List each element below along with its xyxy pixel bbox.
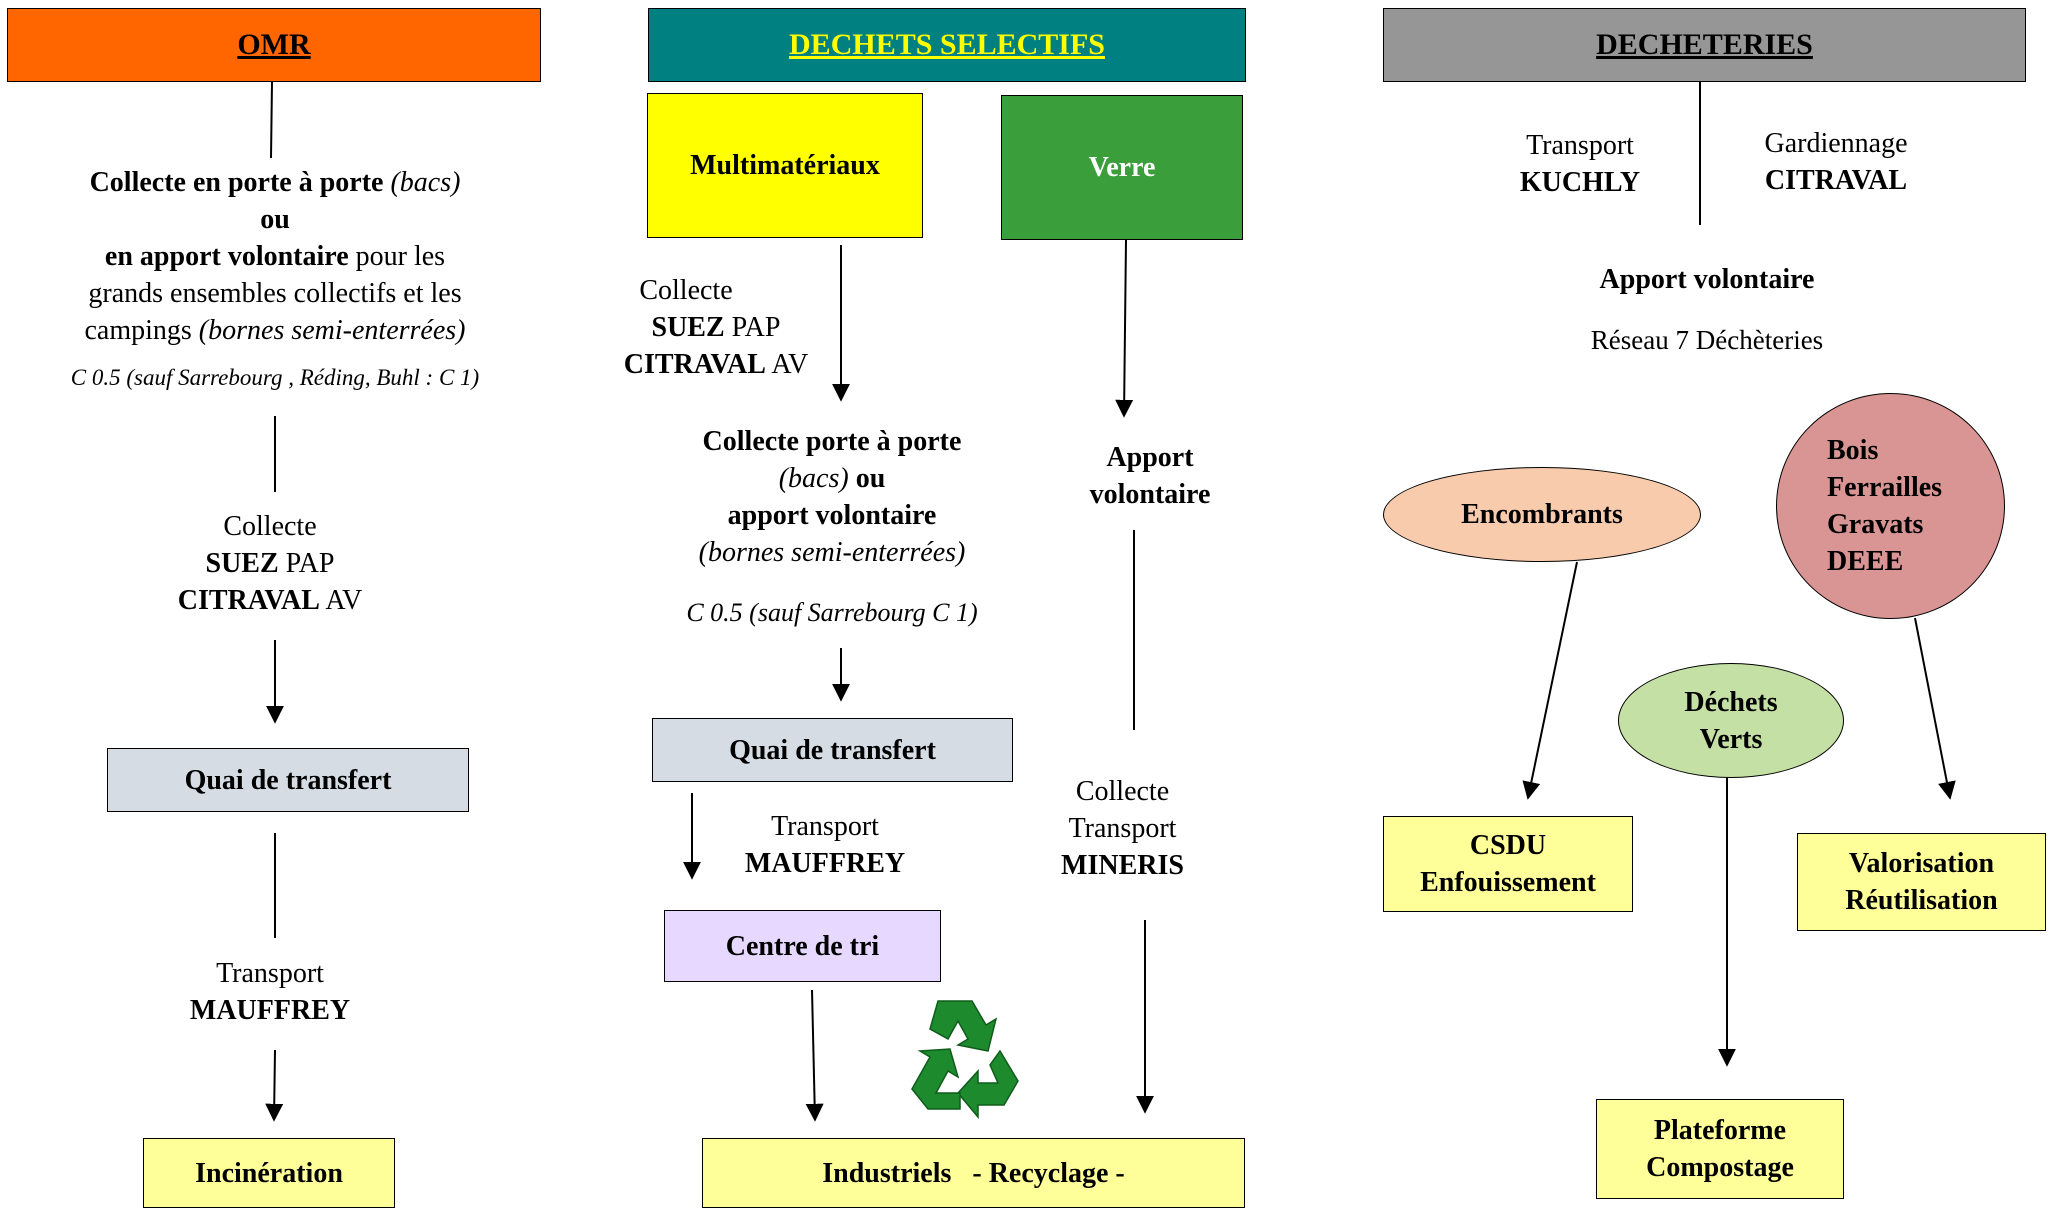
verre-box: Verre xyxy=(1001,95,1243,240)
sel-apport-bold: apport volontaire xyxy=(727,500,937,531)
compostage-label: Compostage xyxy=(1646,1152,1794,1183)
recycle-icon xyxy=(911,1000,1019,1120)
sel-collecte-mode: Collecte porte à porte (bacs) ou apport … xyxy=(652,423,1012,571)
sel-transport-label: Transport xyxy=(771,811,879,842)
sel-bacs: (bacs) xyxy=(778,463,849,494)
dech-kuchly: KUCHLY xyxy=(1519,167,1641,198)
verre-apport-1: Apport xyxy=(1106,442,1194,473)
dech-gardiennage: Gardiennage CITRAVAL xyxy=(1726,125,1946,199)
sel-suez: SUEZ xyxy=(651,312,725,343)
dech-transport: Transport KUCHLY xyxy=(1480,127,1680,201)
bois-arrow xyxy=(1914,617,1956,800)
industriels-box: Industriels - Recyclage - xyxy=(702,1138,1245,1208)
omr-suez: SUEZ xyxy=(205,548,279,579)
sel-pap-bold: Collecte porte à porte xyxy=(702,426,962,457)
centre-tri-box: Centre de tri xyxy=(664,910,941,982)
gravats-label: Gravats xyxy=(1827,509,1924,540)
omr-header: OMR xyxy=(7,8,541,82)
dech-citraval: CITRAVAL xyxy=(1764,165,1908,196)
omr-line3: grands ensembles collectifs et les xyxy=(88,278,462,309)
omr-header-label: OMR xyxy=(237,28,311,61)
omr-collecte-label: Collecte xyxy=(223,511,317,542)
sel-transport: Transport MAUFFREY xyxy=(700,808,950,882)
verre-collecte-transport: Collecte Transport MINERIS xyxy=(1020,773,1225,884)
sel-ou: ou xyxy=(855,463,886,494)
omr-transport: Transport MAUFFREY xyxy=(120,955,420,1029)
decheteries-header: DECHETERIES xyxy=(1383,8,2026,82)
sel-collecte-label: Collecte xyxy=(639,275,733,306)
sel-bornes: (bornes semi-enterrées) xyxy=(698,537,966,568)
selectifs-header-label: DECHETS SELECTIFS xyxy=(789,28,1105,61)
sel-collecte-operators: Collecte SUEZ PAP CITRAVAL AV xyxy=(596,272,836,383)
valorisation-label: Valorisation xyxy=(1848,848,1995,879)
reutilisation-label: Réutilisation xyxy=(1845,885,1998,916)
omr-campings: campings xyxy=(84,315,192,346)
omr-citraval: CITRAVAL xyxy=(177,585,320,616)
omr-av: AV xyxy=(325,585,363,616)
multimateriaux-label: Multimatériaux xyxy=(690,150,880,181)
bois-label: Bois xyxy=(1827,435,1879,466)
centre-tri-label: Centre de tri xyxy=(725,930,880,962)
plateforme-label: Plateforme xyxy=(1653,1115,1787,1146)
sel-frequency: C 0.5 (sauf Sarrebourg C 1) xyxy=(686,598,978,627)
omr-quai-box: Quai de transfert xyxy=(107,748,469,812)
selectifs-header: DECHETS SELECTIFS xyxy=(648,8,1246,82)
omr-collecte-text: Collecte en porte à porte (bacs) ou en a… xyxy=(20,164,530,349)
omr-pap: PAP xyxy=(285,548,335,579)
dech-reseau: Réseau 7 Déchèteries xyxy=(1590,325,1824,355)
dech-gardiennage-label: Gardiennage xyxy=(1764,128,1908,159)
multimateriaux-box: Multimatériaux xyxy=(647,93,923,238)
dech-transport-label: Transport xyxy=(1526,130,1634,161)
ferrailles-label: Ferrailles xyxy=(1827,472,1943,503)
omr-collecte-operators: Collecte SUEZ PAP CITRAVAL AV xyxy=(120,508,420,619)
dechets-verts-ellipse: Déchets Verts xyxy=(1618,663,1844,778)
tri-arrow xyxy=(805,989,824,1122)
csdu-label: CSDU xyxy=(1469,830,1547,861)
verre-arrow xyxy=(1115,239,1134,418)
dech-apport: Apport volontaire xyxy=(1599,264,1815,295)
omr-incineration-label: Incinération xyxy=(195,1157,343,1189)
verre-apport-2: volontaire xyxy=(1089,479,1211,510)
omr-mauffrey: MAUFFREY xyxy=(189,995,351,1026)
encombrants-label: Encombrants xyxy=(1461,499,1623,530)
verts-label: Verts xyxy=(1699,723,1763,755)
encombrants-arrow xyxy=(1522,561,1578,800)
omr-line-1 xyxy=(270,81,273,159)
csdu-box: CSDU Enfouissement xyxy=(1383,816,1633,912)
plateforme-box: Plateforme Compostage xyxy=(1596,1099,1844,1199)
omr-quai-label: Quai de transfert xyxy=(184,764,392,796)
sel-av: AV xyxy=(771,349,809,380)
omr-incineration-box: Incinération xyxy=(143,1138,395,1208)
verre-transport-label: Transport xyxy=(1068,813,1177,844)
industriels-label: Industriels - Recyclage - xyxy=(822,1157,1125,1189)
verre-mineris: MINERIS xyxy=(1061,850,1184,881)
sel-quai-box: Quai de transfert xyxy=(652,718,1013,782)
omr-frequency: C 0.5 (sauf Sarrebourg , Réding, Buhl : … xyxy=(70,365,480,390)
omr-ou: ou xyxy=(260,204,290,235)
dechets-label: Déchets xyxy=(1684,686,1778,718)
omr-bornes: (bornes semi-enterrées) xyxy=(198,315,466,346)
sel-quai-label: Quai de transfert xyxy=(729,734,936,766)
deee-label: DEEE xyxy=(1827,546,1904,577)
sel-pap: PAP xyxy=(731,312,781,343)
verre-collecte-label: Collecte xyxy=(1075,776,1170,807)
sel-citraval: CITRAVAL xyxy=(623,349,766,380)
omr-collecte-bold: Collecte en porte à porte xyxy=(89,167,384,198)
bois-circle: Bois Ferrailles Gravats DEEE xyxy=(1776,393,2005,619)
verre-label: Verre xyxy=(1088,152,1156,183)
omr-arrow-2 xyxy=(265,1049,284,1122)
omr-apport-bold: en apport volontaire xyxy=(104,241,349,272)
valorisation-box: Valorisation Réutilisation xyxy=(1797,833,2046,931)
omr-transport-label: Transport xyxy=(216,958,324,989)
sel-mauffrey: MAUFFREY xyxy=(744,848,906,879)
enfouissement-label: Enfouissement xyxy=(1420,867,1596,898)
decheteries-header-label: DECHETERIES xyxy=(1596,28,1813,61)
omr-bacs: (bacs) xyxy=(390,167,461,198)
omr-apport-rest: pour les xyxy=(355,241,446,272)
encombrants-ellipse: Encombrants xyxy=(1383,467,1701,562)
verre-apport: Apport volontaire xyxy=(1040,439,1260,513)
